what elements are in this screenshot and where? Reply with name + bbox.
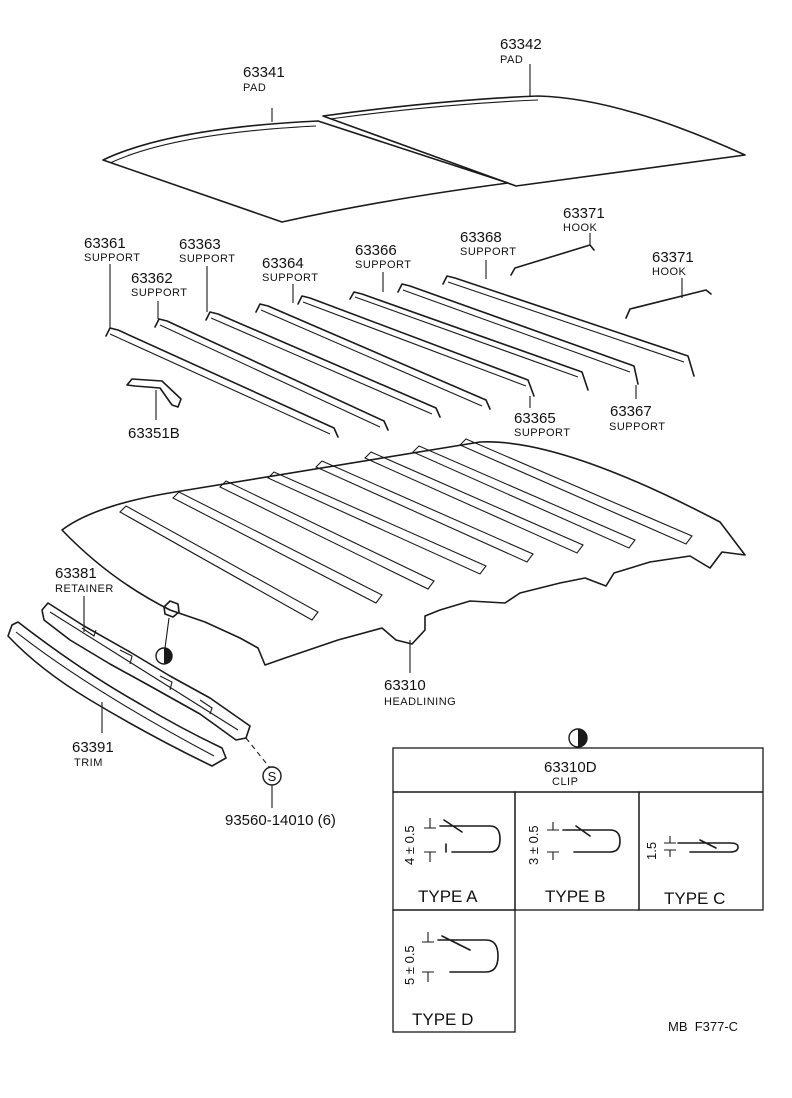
support-63365: 63365 SUPPORT <box>297 295 570 439</box>
support-63368: 63368 SUPPORT <box>442 229 695 377</box>
trim-number: 63391 <box>72 739 114 756</box>
support-63361-number: 63361 <box>84 235 126 252</box>
pad-63341-name: PAD <box>243 82 266 94</box>
hook-63371-upper: 63371 HOOK <box>510 205 605 276</box>
support-63367-name: SUPPORT <box>609 421 665 433</box>
retainer-63381: 63381 RETAINER <box>41 565 251 741</box>
support-63367-number: 63367 <box>610 403 652 420</box>
clip-type-a-label: TYPE A <box>418 887 478 906</box>
headlining-63310: 63310 HEADLINING <box>61 438 746 708</box>
clip-type-b: 3 ± 0.5 TYPE B <box>526 822 621 906</box>
hook-63371-right: 63371 HOOK <box>625 249 712 319</box>
headlining-name: HEADLINING <box>384 696 456 708</box>
clip-type-d-label: TYPE D <box>412 1010 473 1029</box>
clip-table-symbol <box>568 728 588 748</box>
clip-type-a: 4 ± 0.5 TYPE A <box>402 818 501 906</box>
support-63362: 63362 SUPPORT <box>131 270 389 431</box>
clip-type-b-dim: 3 ± 0.5 <box>526 825 541 865</box>
support-63365-name: SUPPORT <box>514 427 570 439</box>
support-63364: 63364 SUPPORT <box>255 255 491 410</box>
clip-type-d-dim: 5 ± 0.5 <box>402 945 417 985</box>
support-63362-name: SUPPORT <box>131 287 187 299</box>
hook-2-name: HOOK <box>652 266 687 278</box>
retainer-number: 63381 <box>55 565 97 582</box>
pad-63341-number: 63341 <box>243 64 285 81</box>
clip-number: 63310D <box>544 759 597 776</box>
screw-number: 93560-14010 (6) <box>225 812 336 829</box>
support-63367: 63367 SUPPORT <box>397 283 665 433</box>
screw-symbol: S <box>268 769 277 784</box>
clip-type-c: 1.5 TYPE C <box>644 836 739 908</box>
support-63363-name: SUPPORT <box>179 253 235 265</box>
hook-2-number: 63371 <box>652 249 694 266</box>
clip-table: 63310D CLIP 4 ± 0.5 TYPE A 3 ± 0.5 TYPE … <box>392 728 764 1033</box>
clip-type-a-dim: 4 ± 0.5 <box>402 825 417 865</box>
support-63363-number: 63363 <box>179 236 221 253</box>
clip-type-b-label: TYPE B <box>545 887 605 906</box>
support-63361-name: SUPPORT <box>84 252 140 264</box>
pad-63341: 63341 PAD <box>102 64 509 223</box>
part-63351b-number: 63351B <box>128 425 180 442</box>
clip-reference <box>155 600 180 665</box>
screw-93560: S 93560-14010 (6) <box>225 737 336 829</box>
pad-63342-name: PAD <box>500 54 523 66</box>
support-63368-name: SUPPORT <box>460 246 516 258</box>
diagram-code: MB F377-C <box>668 1019 738 1034</box>
headlining-ribs <box>119 438 693 621</box>
support-63368-number: 63368 <box>460 229 502 246</box>
support-63366-number: 63366 <box>355 242 397 259</box>
pad-63342-number: 63342 <box>500 36 542 53</box>
trim-name: TRIM <box>74 757 103 769</box>
pad-63342: 63342 PAD <box>322 36 746 187</box>
headlining-number: 63310 <box>384 677 426 694</box>
part-63351b: 63351B <box>126 378 182 442</box>
hook-1-number: 63371 <box>563 205 605 222</box>
support-63366-name: SUPPORT <box>355 259 411 271</box>
clip-type-c-dim: 1.5 <box>644 842 659 860</box>
clip-type-d: 5 ± 0.5 TYPE D <box>402 932 499 1029</box>
support-63365-number: 63365 <box>514 410 556 427</box>
support-63363: 63363 SUPPORT <box>179 236 441 418</box>
support-63364-number: 63364 <box>262 255 304 272</box>
support-63362-number: 63362 <box>131 270 173 287</box>
clip-half-circle-symbol <box>155 647 173 665</box>
retainer-name: RETAINER <box>55 583 114 595</box>
support-63364-name: SUPPORT <box>262 272 318 284</box>
hook-1-name: HOOK <box>563 222 598 234</box>
support-63366: 63366 SUPPORT <box>349 242 589 391</box>
clip-type-c-label: TYPE C <box>664 889 725 908</box>
trim-63391: 63391 TRIM <box>7 621 227 769</box>
clip-name: CLIP <box>552 776 578 788</box>
support-63361: 63361 SUPPORT <box>84 235 339 438</box>
